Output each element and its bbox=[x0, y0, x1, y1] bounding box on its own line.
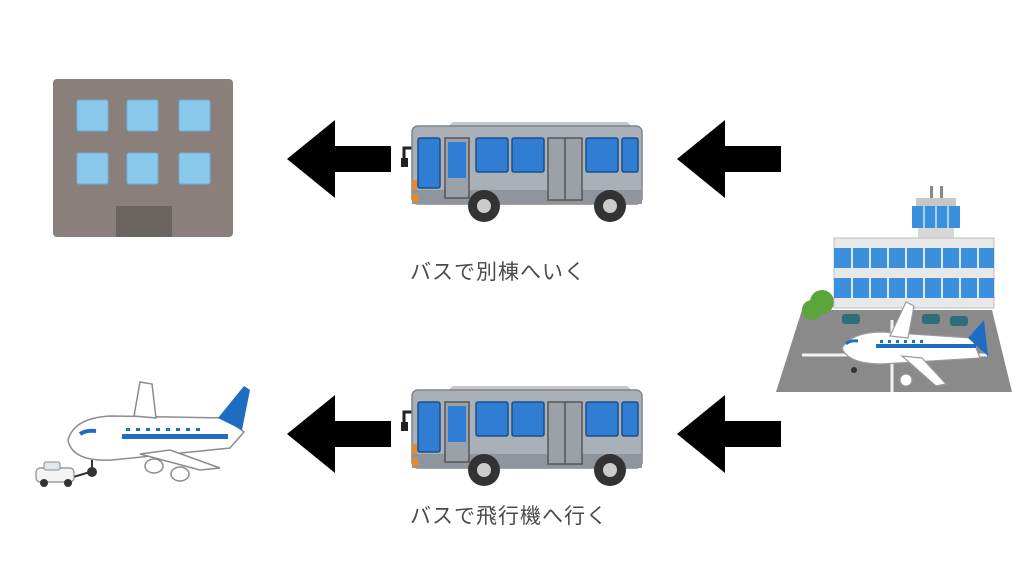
bottom-route-caption: バスで飛行機へ行く bbox=[410, 504, 608, 528]
bus-icon bbox=[401, 386, 643, 486]
airport-terminal-icon bbox=[776, 186, 1012, 392]
left-arrow-icon bbox=[677, 120, 781, 198]
left-arrow-icon bbox=[287, 395, 391, 473]
building-icon bbox=[53, 79, 233, 237]
left-arrow-icon bbox=[287, 120, 391, 198]
left-arrow-icon bbox=[677, 395, 781, 473]
top-route-caption: バスで別棟へいく bbox=[410, 260, 586, 284]
bus-icon bbox=[401, 122, 643, 222]
airplane-with-tug-icon bbox=[35, 381, 250, 487]
